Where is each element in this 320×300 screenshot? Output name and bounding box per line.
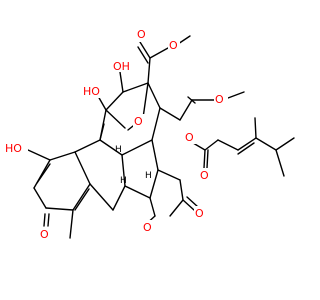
bond xyxy=(147,82,161,109)
atom-labels: HO O HO OH O O O O O O O O H H H xyxy=(4,26,228,241)
bond xyxy=(179,179,184,201)
bond xyxy=(147,57,151,84)
bond xyxy=(49,151,76,161)
atom-label-o: O xyxy=(185,131,194,144)
bond xyxy=(254,117,257,139)
bond xyxy=(179,99,193,121)
atom-label-o: O xyxy=(134,115,143,128)
bond xyxy=(124,185,151,199)
bond xyxy=(27,149,51,161)
bond xyxy=(122,82,149,93)
bond xyxy=(119,71,124,93)
bond xyxy=(206,149,209,169)
atom-label-o: O xyxy=(137,28,146,41)
bond xyxy=(105,91,124,111)
bond xyxy=(149,197,156,217)
bond xyxy=(33,159,51,189)
atom-label-o: O xyxy=(215,93,224,106)
atom-label-h: H xyxy=(115,145,122,155)
bond xyxy=(139,41,151,59)
atom-label-o: O xyxy=(143,221,152,234)
bond xyxy=(142,82,149,119)
bond-lines xyxy=(27,35,295,239)
bond xyxy=(137,46,149,64)
atom-label-o: O xyxy=(200,169,209,182)
atom-label-oh: OH xyxy=(113,60,130,73)
bond xyxy=(237,137,257,151)
atom-label-o: O xyxy=(195,207,204,220)
bond xyxy=(45,207,74,211)
atom-label-oh: HO xyxy=(83,85,100,98)
bond xyxy=(151,139,159,171)
bond xyxy=(72,183,91,211)
structure-canvas: HO O HO OH O O O O O O O O H H H xyxy=(4,26,295,241)
bond xyxy=(217,139,239,151)
bond xyxy=(121,154,126,187)
bond xyxy=(186,196,199,208)
atom-label-o: O xyxy=(169,39,178,52)
bond xyxy=(227,91,245,99)
bond xyxy=(69,209,74,239)
bond xyxy=(149,169,159,199)
bond xyxy=(33,187,47,209)
atom-label-h: H xyxy=(145,171,152,181)
bond xyxy=(112,185,126,211)
bond xyxy=(47,213,50,227)
bond xyxy=(36,163,51,184)
bond xyxy=(182,199,195,211)
bond xyxy=(99,123,105,141)
bond xyxy=(99,139,123,156)
bond xyxy=(169,199,184,217)
atom-label-oh: HO xyxy=(5,142,22,155)
bond xyxy=(275,149,285,177)
bond xyxy=(74,151,91,185)
bond xyxy=(275,137,295,151)
atom-label-o: O xyxy=(40,228,49,241)
molecule-diagram: HO O HO OH O O O O O O O O H H H xyxy=(4,26,295,241)
bond xyxy=(157,169,181,181)
bond xyxy=(237,142,255,155)
bond xyxy=(203,149,206,169)
bond xyxy=(151,107,161,141)
bond xyxy=(204,139,219,151)
bond xyxy=(149,47,169,59)
bond xyxy=(74,139,101,153)
bond xyxy=(121,139,153,156)
bond xyxy=(255,137,277,151)
bond xyxy=(105,109,126,129)
bond xyxy=(159,107,181,121)
bond xyxy=(43,213,46,227)
bond xyxy=(97,95,107,111)
atom-label-h: H xyxy=(120,176,127,186)
bond xyxy=(89,183,114,211)
bond xyxy=(74,188,90,211)
